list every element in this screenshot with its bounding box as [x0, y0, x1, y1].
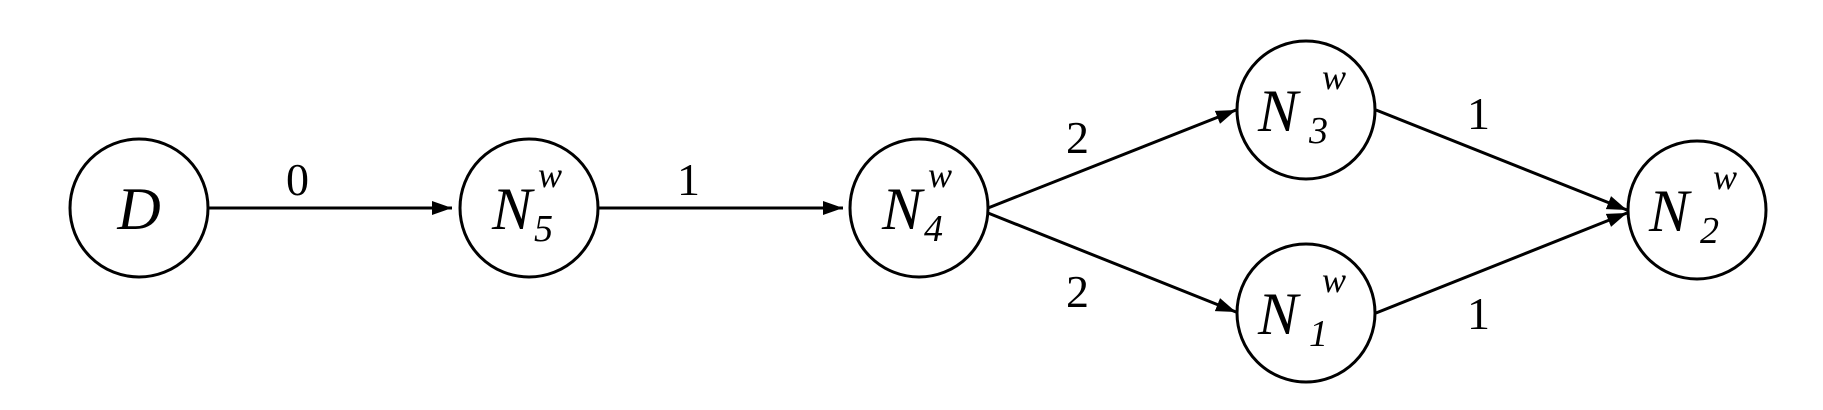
node-n1-label: N [1257, 281, 1301, 347]
node-d: D [68, 137, 210, 279]
node-n2-circle [1626, 139, 1768, 281]
node-n3: N w 3 [1235, 39, 1377, 181]
edge-n1-to-n2 [1375, 211, 1628, 315]
edge-weight-n4-n1: 2 [1066, 266, 1089, 317]
edge-weight-n3-n2: 1 [1467, 88, 1490, 139]
edge-weight-d-n5: 0 [286, 154, 309, 205]
node-n1-superscript: w [1322, 260, 1346, 300]
node-n5-superscript: w [538, 155, 562, 195]
node-d-label: D [116, 176, 160, 242]
edges [208, 108, 1628, 315]
node-d-circle [68, 137, 210, 279]
node-n1-subscript: 1 [1309, 313, 1328, 355]
edge-labels: 0 1 2 2 1 1 [286, 88, 1490, 339]
node-n2-subscript: 2 [1700, 210, 1719, 252]
node-n3-label: N [1257, 78, 1301, 144]
edge-weight-n5-n4: 1 [677, 154, 700, 205]
node-n5-subscript: 5 [534, 208, 553, 250]
node-n3-circle [1235, 39, 1377, 181]
node-n2: N w 2 [1626, 139, 1768, 281]
edge-weight-n4-n3: 2 [1066, 112, 1089, 163]
edge-weight-n1-n2: 1 [1467, 288, 1490, 339]
node-n4-circle [848, 137, 990, 279]
node-n3-superscript: w [1322, 57, 1346, 97]
node-n4: N w 4 [848, 137, 990, 279]
node-n2-label: N [1648, 178, 1692, 244]
node-n5-circle [458, 137, 600, 279]
node-n4-subscript: 4 [924, 208, 943, 250]
node-n5: N w 5 [458, 137, 600, 279]
node-n1: N w 1 [1235, 242, 1377, 384]
node-n4-superscript: w [928, 155, 952, 195]
node-n4-label: N [881, 176, 925, 242]
node-n3-subscript: 3 [1308, 110, 1328, 152]
node-n5-label: N [491, 176, 535, 242]
edge-n4-to-n3 [987, 108, 1237, 210]
edge-n3-to-n2 [1375, 108, 1628, 212]
node-n1-circle [1235, 242, 1377, 384]
edge-n4-to-n1 [987, 211, 1237, 314]
node-n2-superscript: w [1713, 157, 1737, 197]
